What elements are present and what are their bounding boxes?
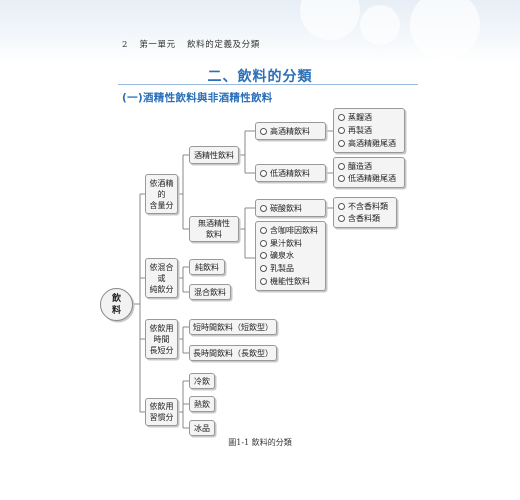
node-label: 低酒精飲料: [270, 168, 310, 178]
list-low-alcohol-types: 釀造酒 低酒精雞尾酒: [333, 157, 405, 188]
category-label-line: 依飲用: [149, 402, 174, 411]
list-item: 礦泉水: [260, 250, 294, 263]
list-carbonated-types: 不含香料類 含香料類: [333, 197, 397, 228]
list-item: 低酒精雞尾酒: [338, 173, 396, 186]
list-item: 機能性飲料: [260, 275, 310, 288]
bullet-circle-icon: [260, 169, 267, 177]
list-item-label: 礦泉水: [270, 251, 294, 261]
subtitle: (一)酒精性飲料與非酒精性飲料: [122, 92, 273, 104]
category-label-line: 依酒精: [149, 178, 174, 188]
category-label-line: 純飲分: [149, 284, 174, 294]
section-title: 二、飲料的分類: [207, 69, 313, 85]
category-label-line: 長短分: [149, 345, 174, 355]
node-hot-drink: 熱飲: [189, 396, 215, 412]
category-label-line: 含量分: [149, 200, 174, 210]
list-item-label: 含咖啡因飲料: [270, 225, 318, 235]
node-ice-product: 冰品: [189, 420, 215, 436]
bullet-circle-icon: [260, 278, 267, 286]
node-label-line: 無酒精性: [198, 219, 230, 228]
bullet-circle-icon: [338, 175, 345, 183]
page-number: 2: [122, 40, 129, 50]
bullet-circle-icon: [260, 204, 267, 212]
bullet-circle-icon: [260, 127, 267, 135]
root-node-beverage: 飲 料: [100, 288, 133, 321]
list-item-label: 釀造酒: [348, 161, 372, 171]
bullet-circle-icon: [260, 252, 267, 260]
running-header: 2 第一單元 飲料的定義及分類: [122, 38, 268, 50]
list-item-label: 再製酒: [348, 126, 372, 135]
bullet-circle-icon: [260, 226, 267, 234]
node-mixed-beverage: 混合飲料: [189, 284, 231, 300]
root-label-line2: 料: [111, 305, 121, 316]
node-label-line: 飲料: [206, 230, 222, 239]
node-carbonated: 碳酸飲料: [255, 199, 326, 217]
bullet-circle-icon: [338, 162, 345, 170]
unit-label: 第一單元: [139, 40, 176, 50]
node-short-drink: 短時間飲料（短飲型）: [189, 319, 277, 335]
list-item: 果汁飲料: [260, 237, 302, 250]
list-item: 釀造酒: [338, 160, 372, 173]
list-high-alcohol-types: 蒸餾酒 再製酒 高酒精雞尾酒: [333, 108, 405, 153]
category-label-line: 的: [157, 189, 166, 199]
list-item-label: 果汁飲料: [270, 238, 302, 248]
list-item-label: 高酒精雞尾酒: [348, 139, 396, 148]
bullet-circle-icon: [338, 215, 345, 223]
bullet-circle-icon: [338, 202, 345, 210]
node-label: 碳酸飲料: [270, 203, 302, 213]
header-background: [0, 0, 520, 62]
bullet-circle-icon: [338, 127, 345, 134]
list-item: 高酒精雞尾酒: [338, 137, 396, 150]
title-rule: [118, 84, 418, 85]
category-label-line: 習慣分: [149, 413, 174, 422]
category-by-alcohol-content: 依酒精 的 含量分: [145, 174, 178, 214]
list-item-label: 乳製品: [270, 264, 294, 274]
list-item: 乳製品: [260, 262, 294, 275]
list-item-label: 低酒精雞尾酒: [348, 174, 396, 184]
list-item-label: 含香料類: [348, 214, 380, 224]
category-by-drinking-time: 依飲用 時間 長短分: [145, 319, 178, 359]
list-item: 不含香料類: [338, 200, 388, 213]
figure-caption: 圖1-1 飲料的分類: [228, 438, 292, 447]
list-item: 含香料類: [338, 213, 380, 226]
category-by-mixing: 依混合 或 純飲分: [145, 258, 178, 298]
node-label: 高酒精飲料: [270, 126, 310, 136]
bullet-circle-icon: [338, 140, 345, 147]
list-item: 蒸餾酒: [338, 111, 372, 124]
decorative-bubble: [360, 5, 400, 45]
list-item-label: 不含香料類: [348, 201, 388, 211]
node-non-alcoholic-beverage: 無酒精性 飲料: [189, 216, 239, 242]
node-long-drink: 長時間飲料（長飲型）: [189, 345, 277, 361]
node-high-alcohol: 高酒精飲料: [255, 122, 326, 140]
root-label-line1: 飲: [111, 293, 121, 304]
bullet-circle-icon: [260, 265, 267, 273]
bullet-circle-icon: [338, 114, 345, 121]
list-item-label: 蒸餾酒: [348, 113, 372, 122]
list-non-carbonated-types: 含咖啡因飲料 果汁飲料 礦泉水 乳製品 機能性飲料: [255, 221, 326, 291]
category-label-line: 依飲用: [149, 323, 174, 333]
list-item: 含咖啡因飲料: [260, 224, 318, 237]
unit-title: 飲料的定義及分類: [187, 40, 260, 50]
bullet-circle-icon: [260, 239, 267, 247]
node-alcoholic-beverage: 酒精性飲料: [189, 146, 239, 164]
decorative-bubble: [410, 0, 480, 60]
list-item: 再製酒: [338, 124, 372, 137]
category-label-line: 時間: [153, 334, 170, 344]
category-label-line: 依混合: [149, 262, 174, 272]
list-item-label: 機能性飲料: [270, 277, 310, 287]
category-by-drinking-habit: 依飲用 習慣分: [145, 398, 178, 426]
category-label-line: 或: [157, 273, 166, 283]
node-cold-drink: 冷飲: [189, 373, 215, 389]
node-low-alcohol: 低酒精飲料: [255, 164, 326, 182]
node-pure-beverage: 純飲料: [189, 259, 225, 275]
